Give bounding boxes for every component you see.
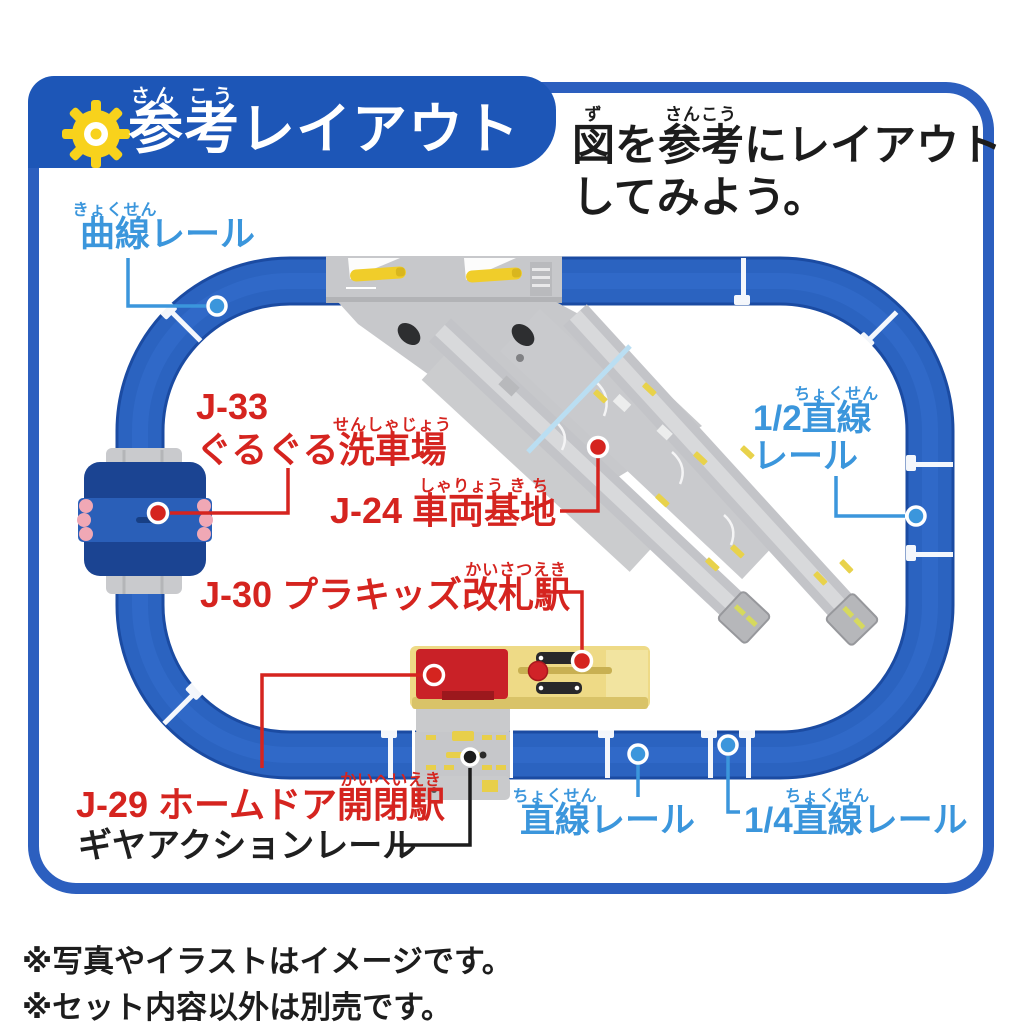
track-loop	[115, 256, 955, 780]
label-ticket-gate-station: J-30 プラキッズかいさつえき改札駅	[200, 561, 571, 615]
label-home-door-station: J-29 ホームドアかいへいえき開閉駅	[76, 771, 445, 825]
footnote-1: ※写真やイラストはイメージです。	[22, 944, 513, 979]
label-car-wash: J-33 ぐるぐるせんしゃじょう洗車場	[196, 386, 453, 470]
wash-brushes	[77, 499, 213, 541]
rail-joints	[160, 258, 953, 778]
pointer-lines	[126, 258, 905, 847]
header-banner: さん こう参考レイアウト	[28, 76, 556, 168]
gear-icon	[62, 100, 130, 168]
depot-yard	[338, 302, 879, 646]
label-gear-action-rail: ギヤアクションレール	[78, 827, 417, 865]
label-straight-rail: ちょくせん直線レール	[512, 787, 696, 840]
siding-bumper	[825, 593, 879, 646]
car-wash	[77, 448, 213, 594]
title-furigana: さん こう	[130, 86, 238, 107]
label-curve-rail: きょくせん曲線レール	[72, 201, 256, 254]
pointer-markers	[146, 295, 927, 767]
depot-turnout	[326, 256, 562, 303]
ticket-gate-station	[410, 646, 650, 709]
siding-bumper	[717, 591, 771, 644]
page-title: さん こう参考レイアウト	[128, 86, 521, 160]
label-depot: J-24 しゃりょう き ち車両基地	[330, 477, 557, 531]
footnote-2: ※セット内容以外は別売です。	[22, 990, 453, 1025]
instruction-text: ず図をさんこう参考にレイアウト してみよう。	[572, 105, 1002, 223]
